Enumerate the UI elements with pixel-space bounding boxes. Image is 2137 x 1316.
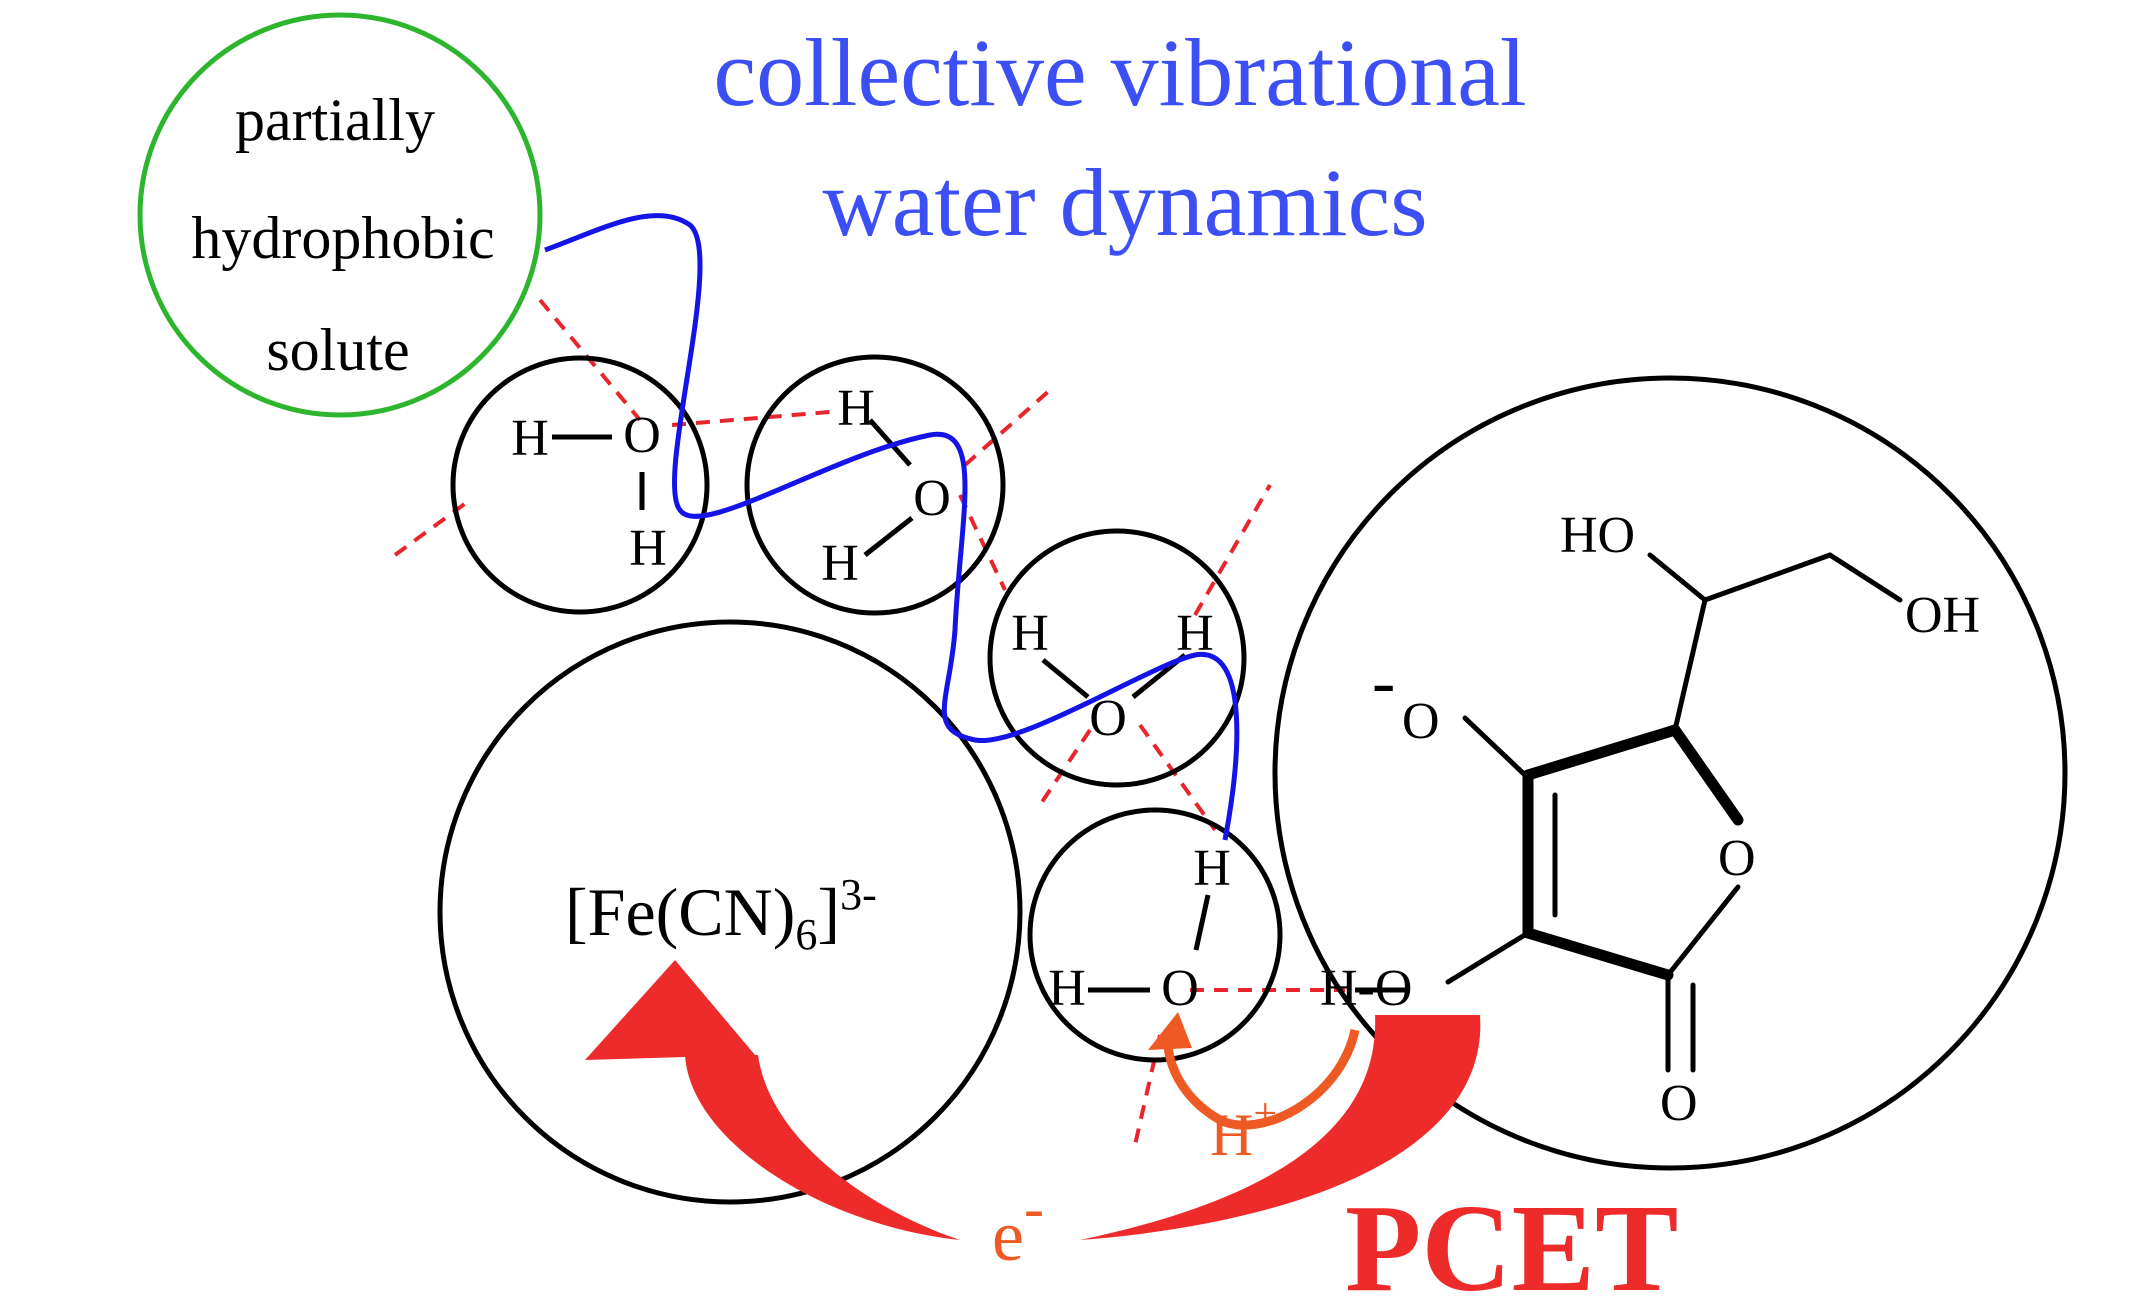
hbond-water3-down-right <box>1138 723 1217 832</box>
hbond-water3-up <box>1193 484 1272 616</box>
ascorbate-circle <box>1272 375 2068 1171</box>
solute-label-line2: hydrophobic <box>191 205 494 271</box>
electron-transfer-arrow-tail <box>685 1055 960 1240</box>
water4-h-left: H <box>1048 960 1086 1017</box>
water4-o: O <box>1161 960 1199 1017</box>
ascorbate-anion-o: O <box>1402 693 1440 750</box>
ascorbate-carbonyl-o: O <box>1660 1075 1698 1132</box>
water2-h-bottom: H <box>821 535 859 592</box>
electron-arrowhead <box>585 960 755 1060</box>
hbond-water2-up <box>963 388 1052 467</box>
ascorbate-atoms: HO OH - O O O H-O <box>1320 507 1980 1132</box>
electron-label: e- <box>992 1175 1044 1276</box>
water3-h-left: H <box>1011 605 1049 662</box>
hbond-water1-water2 <box>671 410 831 427</box>
water4-h-top: H <box>1193 840 1231 897</box>
water1-o: O <box>623 407 661 464</box>
water-circle-2 <box>744 354 1006 616</box>
proton-label: H+ <box>1210 1091 1277 1168</box>
water-circle-3 <box>987 528 1247 788</box>
ascorbate-bonds <box>1445 552 1903 1073</box>
hydrophobic-solute-circle <box>137 12 543 418</box>
vibrational-wave <box>544 213 1240 841</box>
water-circle-1 <box>450 355 710 615</box>
hbond-water2-water3 <box>958 494 1007 591</box>
ascorbate-oh: OH <box>1905 587 1980 644</box>
water-atoms: H O H H O H H H O H H O <box>511 380 1231 1017</box>
water2-h-top: H <box>837 380 875 437</box>
water2-o: O <box>913 470 951 527</box>
water-circle-4 <box>1027 807 1283 1063</box>
hbond-water3-down-left <box>1038 728 1092 807</box>
ascorbate-ho: HO <box>1560 507 1635 564</box>
ascorbate-hydroxyl: H-O <box>1320 960 1412 1017</box>
pcet-label: PCET <box>1345 1180 1678 1316</box>
electron-transfer-arrow <box>1080 1015 1481 1240</box>
proton-arrowhead <box>1148 1012 1192 1050</box>
ferricyanide-label: [Fe(CN)6]3- <box>565 870 877 959</box>
ferricyanide-circle <box>437 619 1023 1205</box>
solute-label-line3: solute <box>266 317 409 383</box>
water1-h-bottom: H <box>629 520 667 577</box>
ascorbate-anion-charge: - <box>1372 644 1395 721</box>
proton-transfer-arrow <box>1163 1028 1360 1130</box>
water-bonds <box>552 418 1405 993</box>
hbond-water4-down <box>1133 1034 1162 1146</box>
water1-h-left: H <box>511 410 549 467</box>
title-line2: water dynamics <box>822 149 1427 256</box>
molecule-circles <box>437 354 2068 1205</box>
solute-label-line1: partially <box>235 87 435 153</box>
ascorbate-ring-o: O <box>1718 830 1756 887</box>
title-line1: collective vibrational <box>714 19 1527 126</box>
